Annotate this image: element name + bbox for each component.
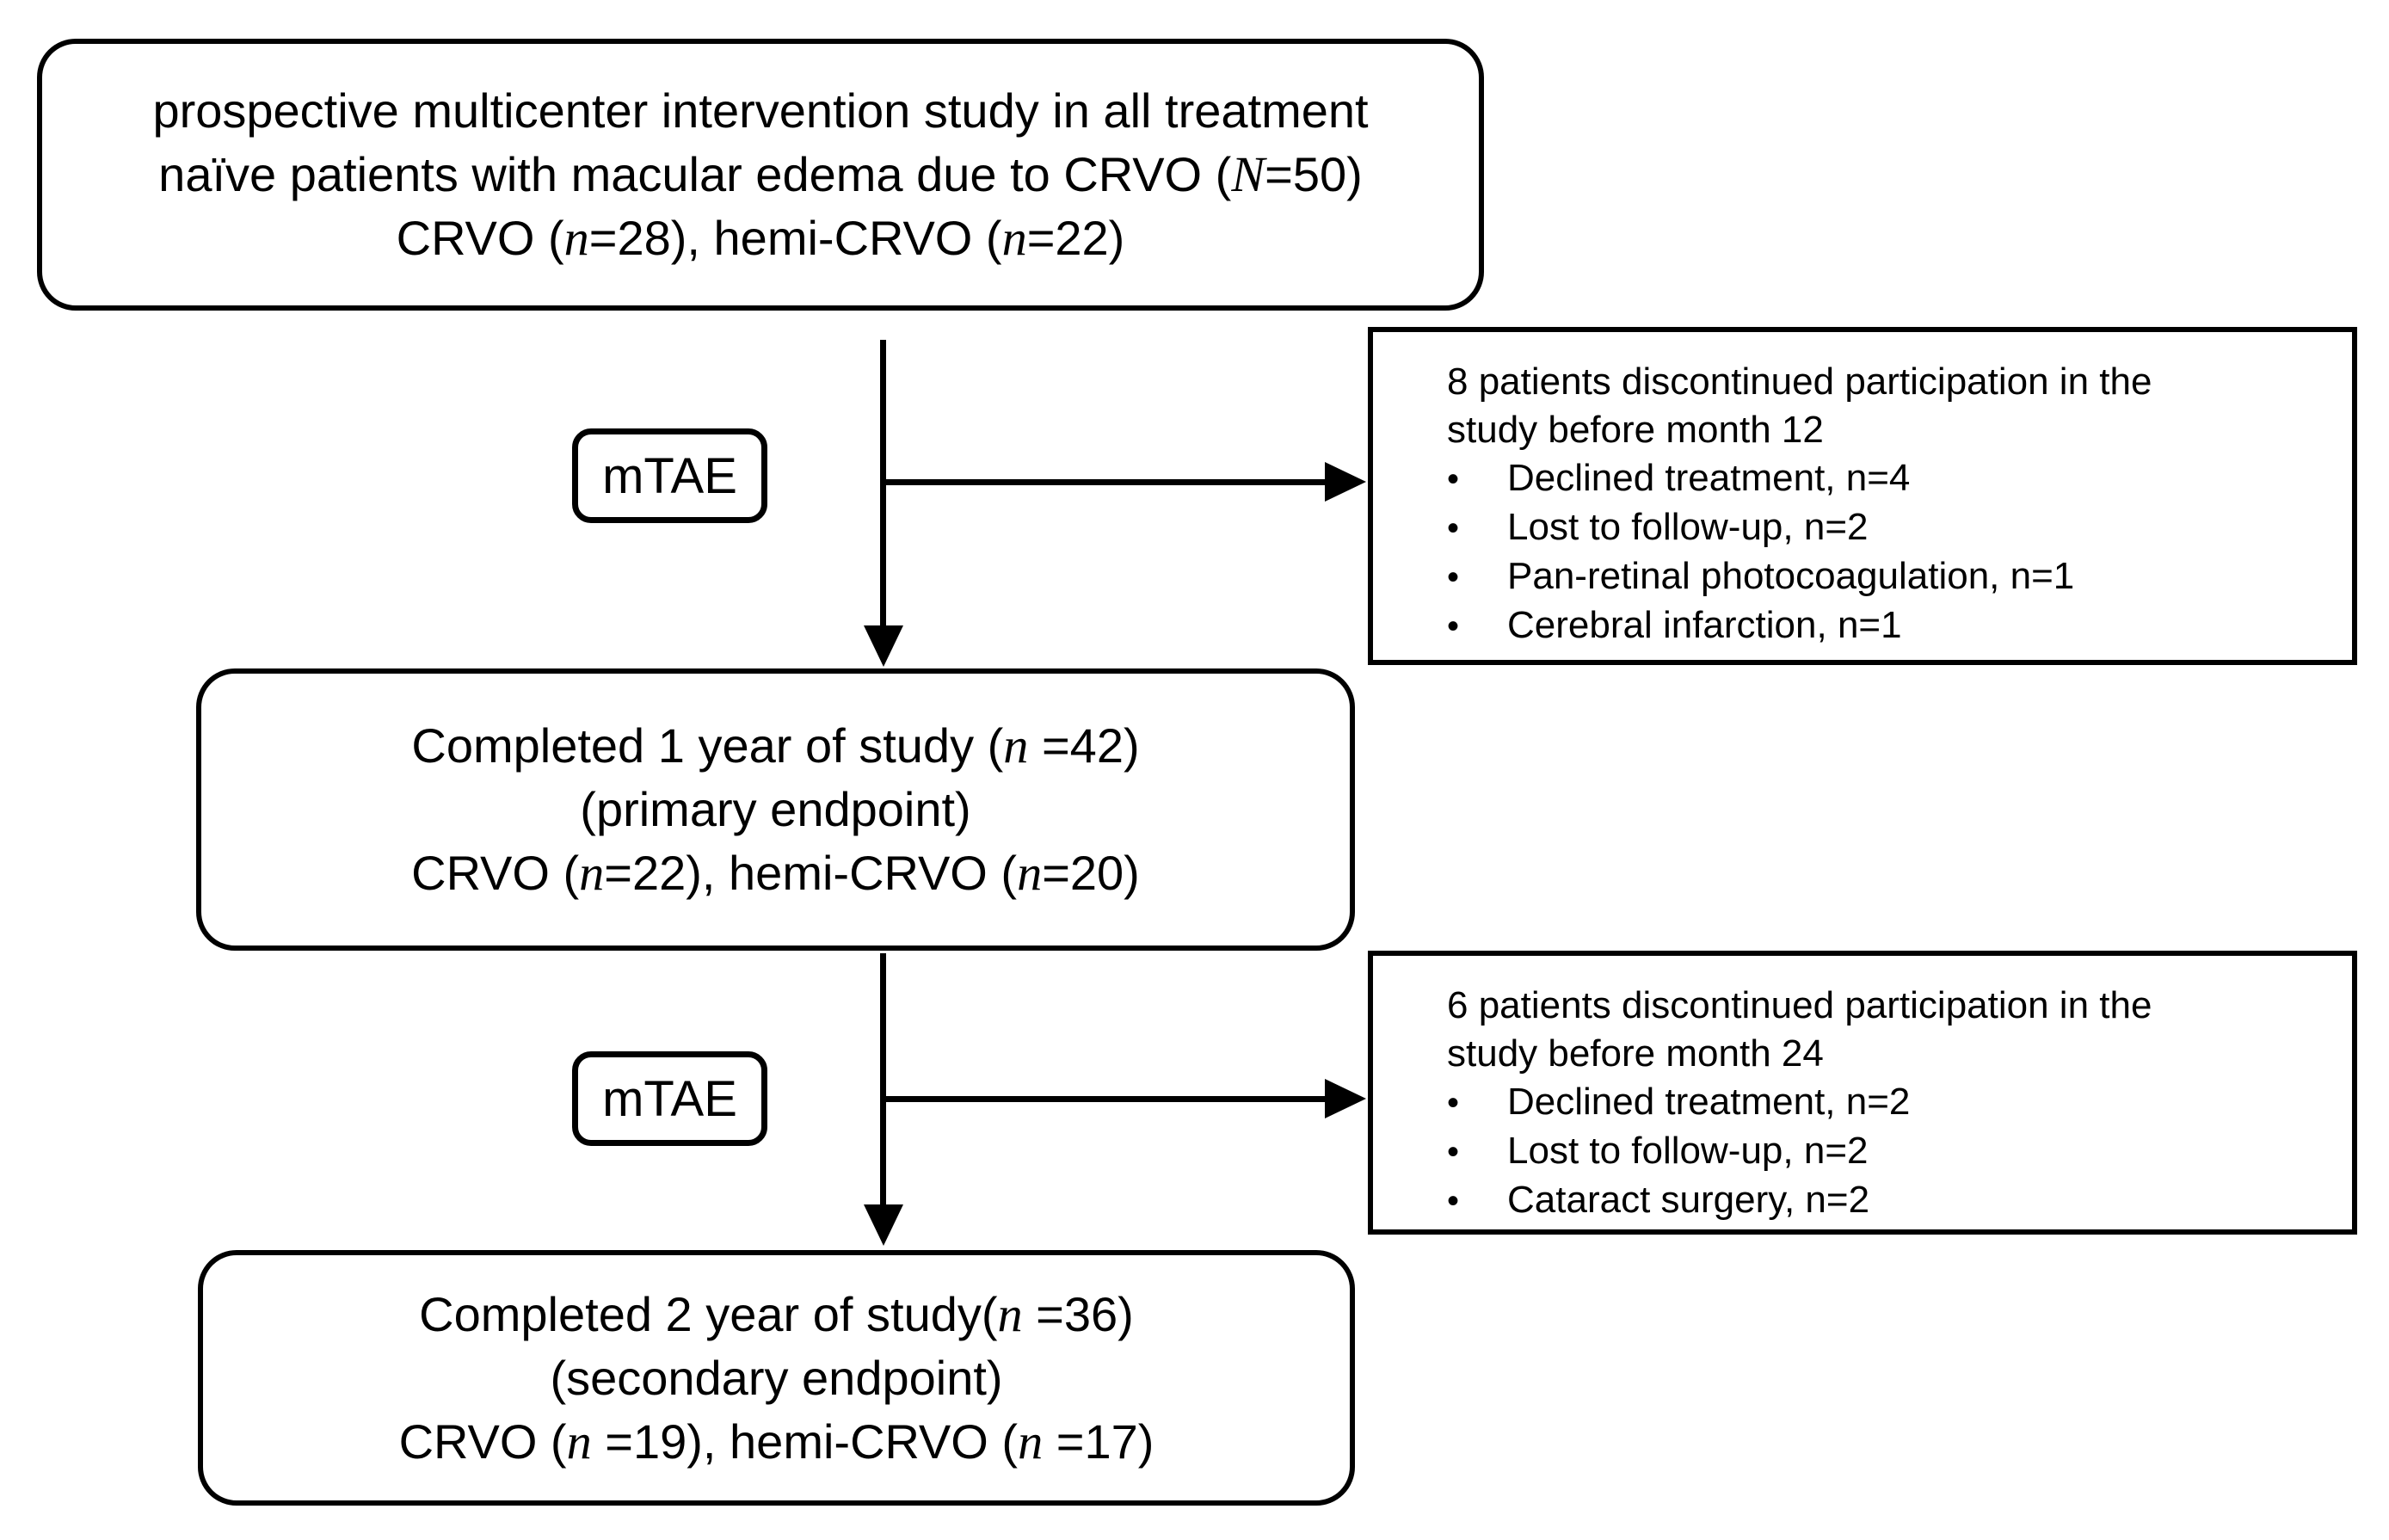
bullet-icon: • — [1447, 509, 1460, 547]
bullet-item: • Declined treatment, n=4 — [1447, 454, 2331, 503]
text-segment: =50) — [1265, 147, 1363, 201]
text-line: CRVO (n =19), hemi-CRVO (n =17) — [399, 1410, 1154, 1474]
bullet-text: Cerebral infarction, n=1 — [1507, 604, 1902, 646]
text-line: Completed 2 year of study(n =36) — [419, 1283, 1134, 1346]
bullet-item: • Declined treatment, n=2 — [1447, 1078, 2331, 1127]
text-line: study before month 12 — [1447, 409, 1824, 451]
text-line: 8 patients discontinued participation in… — [1447, 360, 2152, 403]
bullet-icon: • — [1447, 607, 1460, 645]
bullet-icon: • — [1447, 558, 1460, 596]
text-segment: =36) — [1022, 1286, 1134, 1341]
italic-text-segment: n — [997, 1285, 1023, 1342]
bullet-text: Lost to follow-up, n=2 — [1507, 1130, 1869, 1172]
dropout-month24-bullets: • Declined treatment, n=2 • Lost to follow-… — [1447, 1078, 2331, 1225]
text-segment: (primary endpoint) — [580, 782, 971, 836]
text-segment: prospective multicenter intervention stu… — [152, 83, 1369, 138]
arrow-down-2-line — [880, 953, 886, 1206]
text-segment: Completed 2 year of study( — [419, 1286, 998, 1341]
bullet-icon: • — [1447, 1182, 1460, 1220]
dropout-month12-intro: 8 patients discontinued participation in… — [1447, 358, 2331, 454]
text-line: 6 patients discontinued participation in… — [1447, 984, 2152, 1026]
mtae-label: mTAE — [602, 1070, 737, 1127]
arrow-down-2-head — [864, 1204, 903, 1246]
dropout-month24-box: 6 patients discontinued participation in… — [1368, 951, 2357, 1235]
text-line: naïve patients with macular edema due to… — [158, 143, 1363, 206]
text-segment: =20) — [1042, 846, 1140, 900]
bullet-text: Lost to follow-up, n=2 — [1507, 506, 1869, 548]
italic-text-segment: n — [1018, 1413, 1044, 1469]
italic-text-segment: n — [1003, 718, 1029, 773]
mtae-label: mTAE — [602, 447, 737, 504]
arrow-right-2-head — [1325, 1079, 1366, 1118]
bullet-item: • Cerebral infarction, n=1 — [1447, 601, 2331, 650]
text-segment: CRVO ( — [411, 846, 580, 900]
dropout-month24-intro: 6 patients discontinued participation in… — [1447, 982, 2331, 1078]
arrow-right-1-line — [883, 479, 1327, 485]
bullet-text: Declined treatment, n=4 — [1507, 457, 1911, 499]
italic-text-segment: N — [1231, 146, 1265, 202]
arrow-right-2-line — [883, 1096, 1327, 1102]
bullet-text: Cataract surgery, n=2 — [1507, 1179, 1870, 1221]
text-line: (secondary endpoint) — [550, 1346, 1002, 1410]
text-segment: CRVO ( — [396, 211, 564, 265]
italic-text-segment: n — [1017, 845, 1043, 901]
bullet-icon: • — [1447, 1084, 1460, 1122]
mtae-box-2: mTAE — [572, 1051, 767, 1146]
bullet-text: Declined treatment, n=2 — [1507, 1081, 1911, 1123]
text-line: prospective multicenter intervention stu… — [152, 79, 1368, 143]
text-line: study before month 24 — [1447, 1032, 1824, 1075]
text-line: (primary endpoint) — [580, 778, 970, 841]
text-segment: =19), hemi-CRVO ( — [591, 1414, 1019, 1469]
bullet-icon: • — [1447, 1133, 1460, 1171]
bullet-text: Pan-retinal photocoagulation, n=1 — [1507, 555, 2075, 597]
enrollment-box: prospective multicenter intervention stu… — [37, 39, 1484, 311]
text-line: Completed 1 year of study (n =42) — [411, 714, 1139, 778]
bullet-item: • Lost to follow-up, n=2 — [1447, 1127, 2331, 1176]
mtae-box-1: mTAE — [572, 428, 767, 523]
text-line: CRVO (n=28), hemi-CRVO (n=22) — [397, 206, 1125, 270]
bullet-item: • Cataract surgery, n=2 — [1447, 1176, 2331, 1225]
text-segment: =22) — [1026, 211, 1125, 265]
arrow-down-1-head — [864, 625, 903, 667]
bullet-item: • Pan-retinal photocoagulation, n=1 — [1447, 552, 2331, 601]
italic-text-segment: n — [563, 210, 589, 266]
italic-text-segment: n — [1001, 210, 1027, 266]
bullet-icon: • — [1447, 460, 1460, 498]
text-segment: CRVO ( — [398, 1414, 567, 1469]
dropout-month12-box: 8 patients discontinued participation in… — [1368, 327, 2357, 665]
text-segment: =17) — [1043, 1414, 1154, 1469]
italic-text-segment: n — [579, 845, 605, 901]
bullet-item: • Lost to follow-up, n=2 — [1447, 503, 2331, 552]
text-segment: Completed 1 year of study ( — [411, 718, 1004, 773]
completed-year1-box: Completed 1 year of study (n =42)(primar… — [196, 668, 1355, 951]
text-segment: naïve patients with macular edema due to… — [158, 147, 1232, 201]
text-segment: (secondary endpoint) — [550, 1350, 1003, 1405]
text-line: CRVO (n=22), hemi-CRVO (n=20) — [411, 841, 1140, 905]
completed-year2-box: Completed 2 year of study(n =36)(seconda… — [198, 1250, 1355, 1506]
italic-text-segment: n — [566, 1413, 592, 1469]
text-segment: =42) — [1028, 718, 1140, 773]
arrow-right-1-head — [1325, 462, 1366, 502]
dropout-month12-bullets: • Declined treatment, n=4 • Lost to follow-… — [1447, 454, 2331, 650]
text-segment: =22), hemi-CRVO ( — [604, 846, 1018, 900]
text-segment: =28), hemi-CRVO ( — [588, 211, 1002, 265]
